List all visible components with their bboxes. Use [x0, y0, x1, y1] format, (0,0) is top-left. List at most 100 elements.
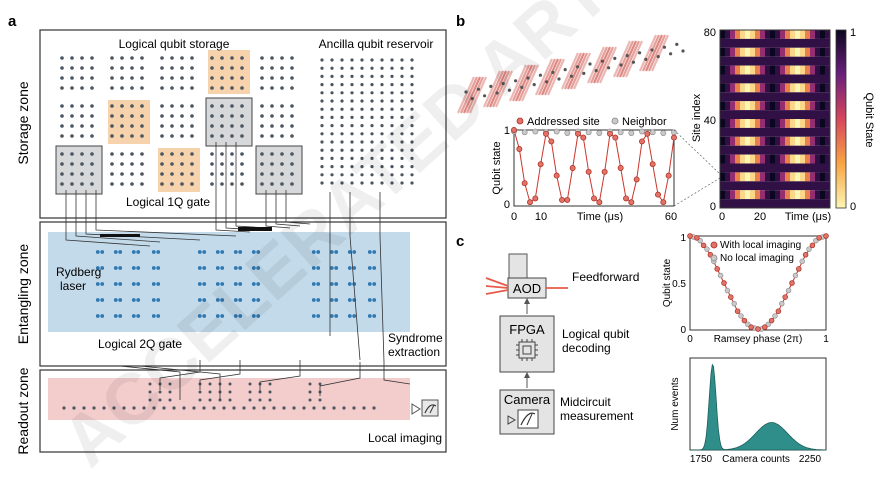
aod-block-thin [100, 234, 140, 237]
ancilla-atom [360, 99, 364, 103]
storage-atom [170, 172, 174, 176]
readout-atom [268, 398, 272, 402]
storage-atom [270, 172, 274, 176]
heatmap-cell [815, 30, 821, 39]
heatmap-cell [775, 47, 781, 57]
heatmap-cell [750, 163, 756, 173]
ancilla-atom [350, 83, 354, 87]
heatmap-cell [725, 163, 731, 173]
ancilla-atom [370, 83, 374, 87]
heatmap-cell [760, 101, 766, 111]
hist-ylabel: Num events [670, 377, 681, 430]
storage-atom [140, 56, 144, 60]
storage-atom [230, 114, 234, 118]
storage-atom [190, 114, 194, 118]
entangle-atom [347, 298, 352, 302]
beam-stripe [647, 34, 667, 72]
entangle-atom [136, 314, 141, 318]
entangle-atom [238, 298, 243, 302]
heatmap-cell [775, 56, 781, 66]
beam-atom [495, 91, 499, 95]
ancilla-atom [350, 115, 354, 119]
heatmap-cell [795, 127, 801, 137]
heatmap-cell [720, 154, 726, 164]
heatmap-cell [780, 101, 786, 111]
beam-stripe [592, 46, 612, 84]
ancilla-atom [390, 181, 394, 185]
ancilla-atom [410, 91, 414, 95]
heatmap-cell [820, 101, 826, 111]
entangle-atom [256, 298, 261, 302]
ramsey-point-with [700, 242, 707, 249]
heatmap-cell [780, 119, 786, 128]
entangle-atom [233, 314, 238, 318]
heatmap-cell [730, 181, 736, 191]
entangle-atom [95, 282, 100, 286]
storage-zone-label: Storage zone [15, 81, 31, 164]
storage-atom [260, 104, 264, 108]
readout-atom [308, 390, 312, 394]
beam-atom [526, 76, 530, 80]
entangle-atom [233, 266, 238, 270]
beam-atom [631, 60, 636, 64]
storage-atom [160, 104, 164, 108]
storage-atom [130, 66, 134, 70]
storage-atom [290, 114, 294, 118]
osc-point-addressed [617, 165, 624, 171]
entangle-atom [151, 282, 156, 286]
storage-atom [120, 76, 124, 80]
ancilla-atom [390, 148, 394, 152]
ramsey-point-with [741, 317, 748, 324]
storage-atom [240, 76, 244, 80]
storage-atom [270, 104, 274, 108]
readout-atom [308, 398, 312, 402]
ancilla-atom [390, 124, 394, 128]
heatmap-cell [800, 30, 806, 39]
heatmap-cell [820, 56, 826, 66]
beam-atom [532, 83, 536, 87]
histogram-chart: Num events 1750 2250 Camera counts [670, 357, 827, 465]
heatmap-cell [800, 83, 806, 93]
ancilla-atom [350, 132, 354, 136]
heatmap-cell [725, 83, 731, 93]
heatmap-cell [815, 127, 821, 137]
beam-atom [656, 55, 660, 59]
entangle-atom [151, 250, 156, 254]
ancilla-atom [400, 165, 404, 169]
heatmap-cell [765, 154, 771, 164]
heatmap-cell [810, 110, 816, 119]
storage-atom [80, 76, 84, 80]
beam-atom [557, 77, 561, 81]
storage-atom [260, 134, 264, 138]
heatmap-cell [810, 127, 816, 137]
ancilla-atom [390, 66, 394, 70]
heatmap-cell [735, 163, 741, 173]
heatmap-cell [760, 127, 766, 137]
storage-atom [140, 172, 144, 176]
heatmap-cell [825, 163, 831, 173]
beam-stripe [456, 76, 476, 114]
heatmap-cell [735, 101, 741, 111]
beam-stripe [534, 58, 554, 96]
entangle-atom [251, 298, 256, 302]
ancilla-atom [390, 83, 394, 87]
entangle-atom [347, 314, 352, 318]
ramsey-point-without [792, 272, 799, 279]
heatmap-cell [815, 83, 821, 93]
entangle-atom [95, 314, 100, 318]
beam-atom [619, 63, 623, 67]
ancilla-atom [330, 148, 334, 152]
logical-1q-gate-label: Logical 1Q gate [126, 195, 210, 209]
beam-atom [520, 85, 524, 89]
entangle-atom [202, 298, 207, 302]
ancilla-atom [330, 107, 334, 111]
readout-atom [242, 406, 246, 410]
beam-stripe [572, 52, 592, 90]
heatmap-cell [745, 110, 751, 119]
heatmap-cell [765, 47, 771, 57]
storage-atom [90, 182, 94, 186]
transport-path [383, 362, 411, 385]
heatmap-cell [750, 136, 756, 146]
readout-atom [222, 406, 226, 410]
storage-atom [160, 182, 164, 186]
